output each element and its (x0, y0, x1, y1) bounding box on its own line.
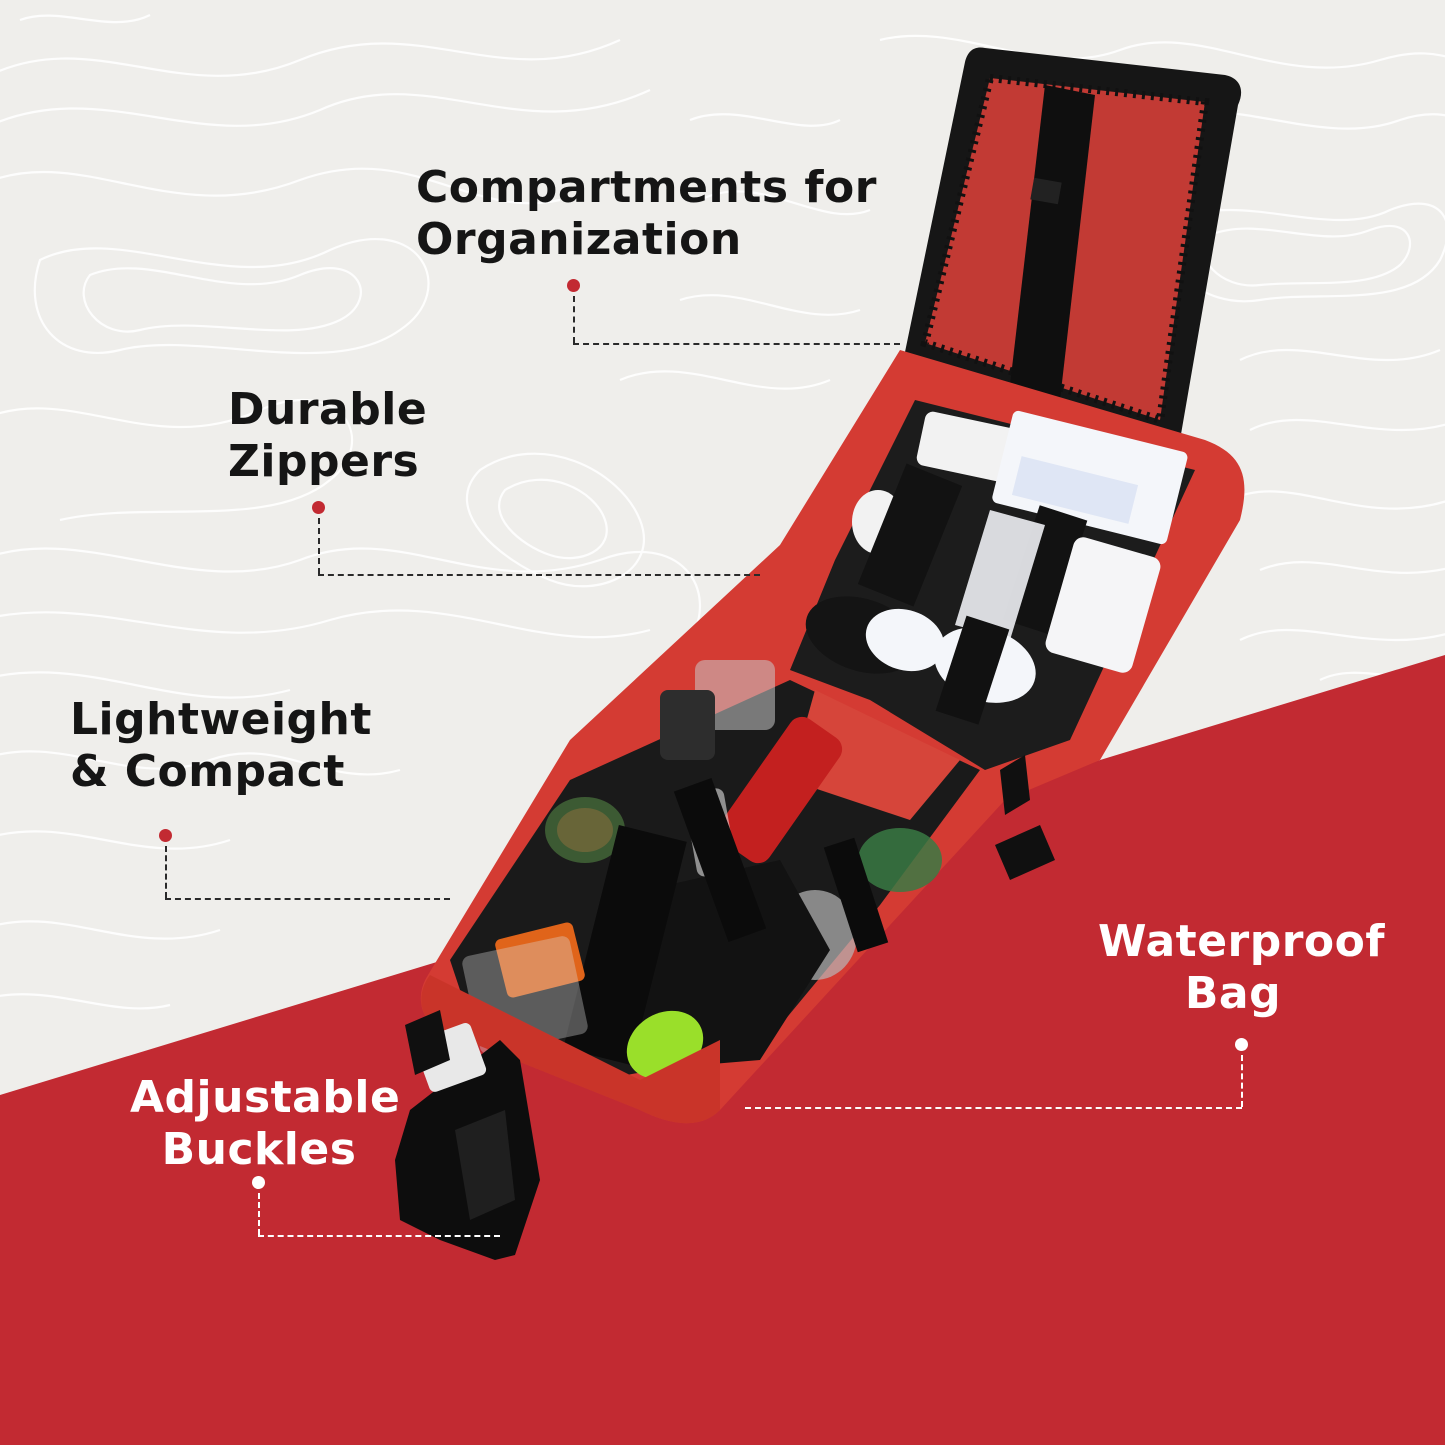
callout-line-zippers-h (318, 574, 760, 576)
callout-line-compartments-h (573, 343, 900, 345)
callout-dot-lightweight (159, 829, 172, 842)
lid-zipper (1010, 85, 1095, 400)
callout-line-buckles-h (258, 1235, 500, 1237)
callout-line-lightweight (165, 846, 167, 898)
callout-line-waterproof-h (745, 1107, 1242, 1109)
first-aid-bag-image (395, 47, 1245, 1260)
callout-line-waterproof (1241, 1055, 1243, 1107)
callout-dot-compartments (567, 279, 580, 292)
callout-line-lightweight-h (165, 898, 450, 900)
callout-dot-waterproof (1235, 1038, 1248, 1051)
feature-label-lightweight: Lightweight& Compact (70, 694, 372, 797)
callout-dot-zippers (312, 501, 325, 514)
topographic-contour-pattern (0, 14, 1445, 1010)
callout-line-compartments (573, 296, 575, 343)
callout-line-zippers (318, 518, 320, 574)
callout-line-buckles (258, 1193, 260, 1235)
callout-dot-buckles (252, 1176, 265, 1189)
